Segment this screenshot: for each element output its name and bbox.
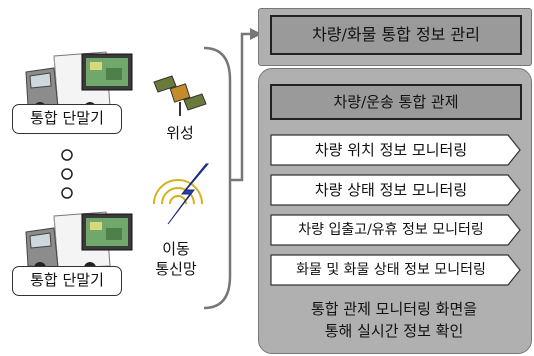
mobile-network-label-1: 이동: [162, 240, 190, 258]
info-management-title: 차량/화물 통합 정보 관리: [270, 15, 522, 55]
monitoring-item-vehicle-status: 차량 상태 정보 모니터링: [270, 174, 522, 206]
terminal-label-top: 통합 단말기: [12, 104, 122, 134]
truck-icon: [25, 211, 133, 274]
terminal-label-bottom: 통합 단말기: [12, 266, 122, 296]
monitoring-item-label: 차량 상태 정보 모니터링: [314, 181, 468, 199]
satellite-label: 위성: [166, 124, 194, 142]
monitoring-item-cargo-status: 화물 및 화물 상태 정보 모니터링: [270, 254, 522, 286]
monitoring-item-vehicle-inout: 차량 입출고/유휴 정보 모니터링: [270, 214, 522, 246]
integrated-control-title: 차량/운송 통합 관제: [270, 84, 522, 120]
ellipsis-dots: [60, 148, 74, 204]
monitoring-item-label: 차량 위치 정보 모니터링: [314, 141, 468, 159]
caption-line-1: 통합 관제 모니터링 화면을: [310, 300, 478, 318]
monitoring-item-label: 화물 및 화물 상태 정보 모니터링: [296, 262, 486, 278]
signal-icon: [153, 163, 210, 225]
monitoring-item-label: 차량 입출고/유휴 정보 모니터링: [298, 222, 484, 238]
realtime-info-caption: 통합 관제 모니터링 화면을 통해 실시간 정보 확인: [262, 298, 526, 342]
satellite-icon: [153, 75, 207, 116]
caption-line-2: 통해 실시간 정보 확인: [324, 322, 464, 340]
connector-bracket: [203, 28, 262, 310]
mobile-network-label-2: 통신망: [155, 260, 197, 278]
monitoring-item-vehicle-location: 차량 위치 정보 모니터링: [270, 134, 522, 166]
